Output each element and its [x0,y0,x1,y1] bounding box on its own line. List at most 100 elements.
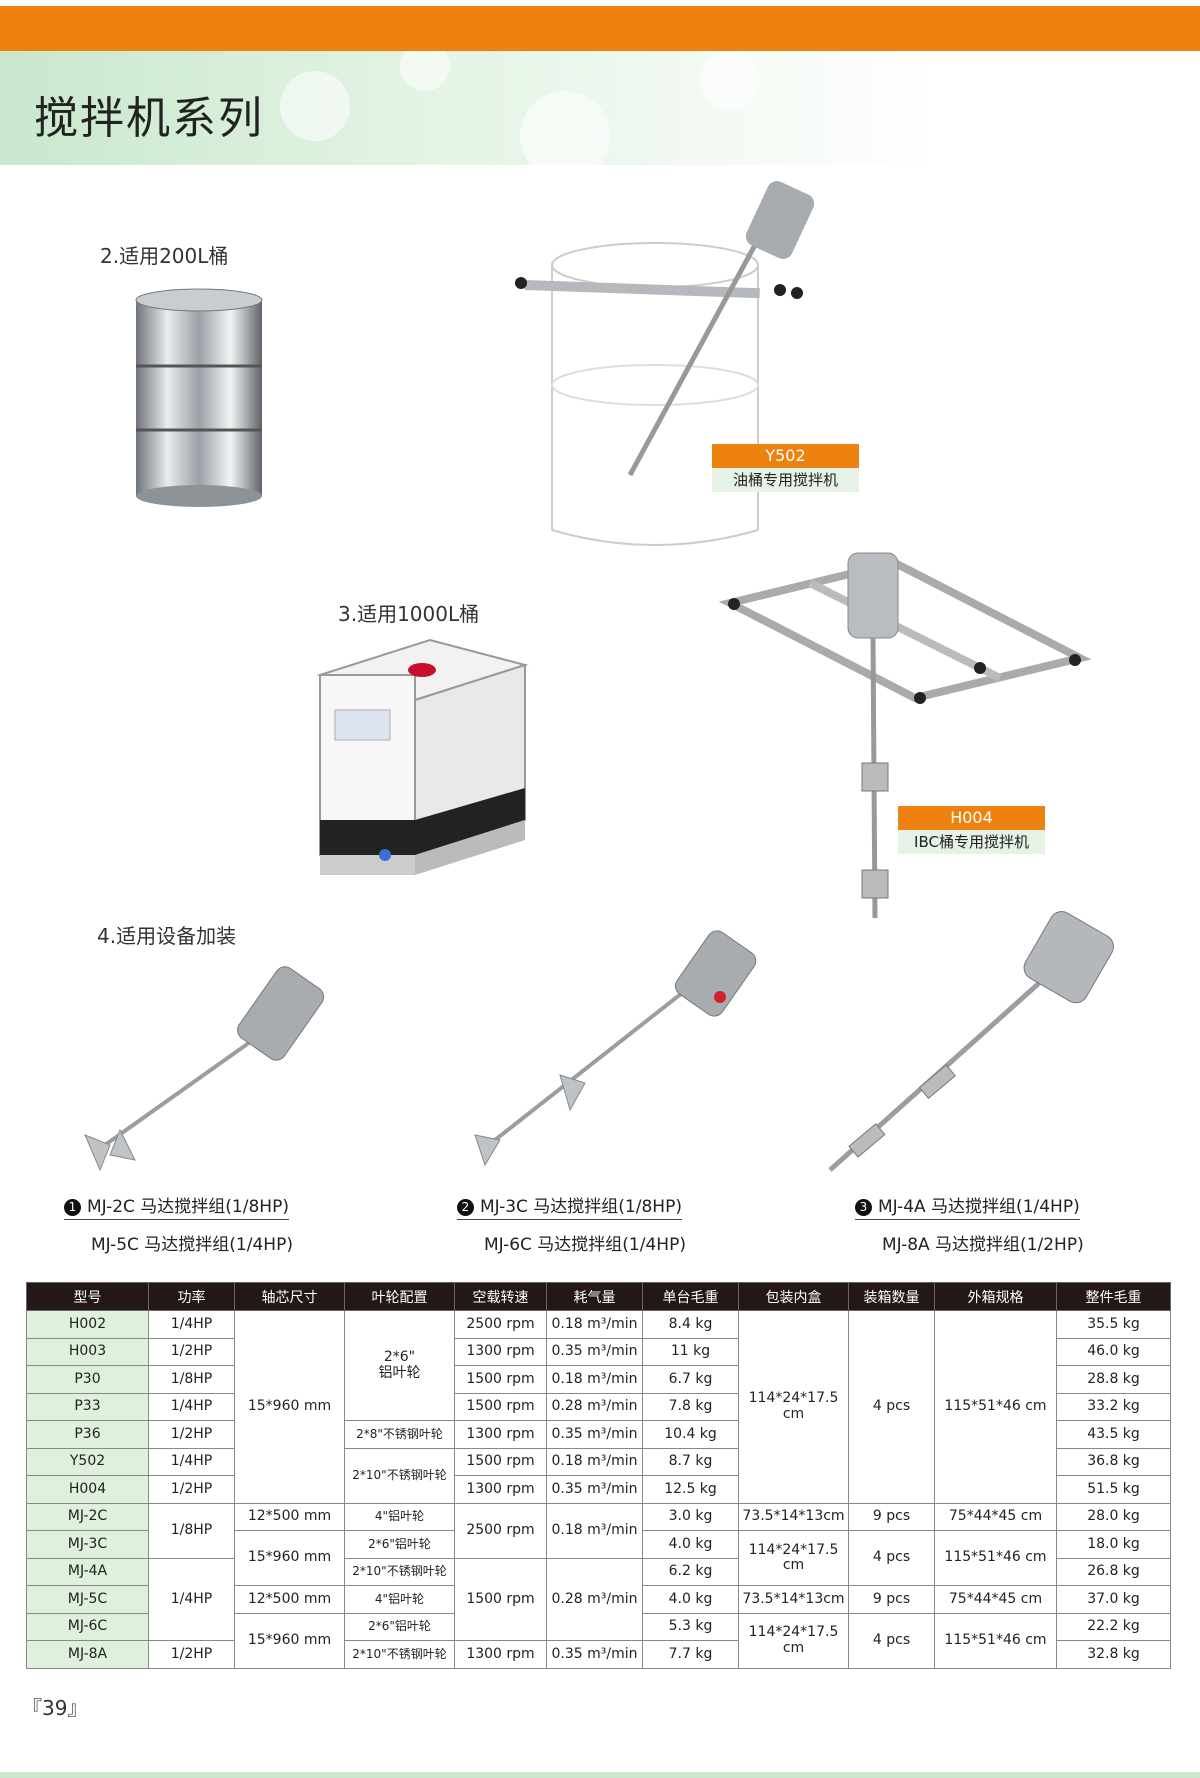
qty-cell: 4 pcs [848,1530,935,1586]
product-code: Y502 [712,444,859,468]
unit-weight-cell: 11 kg [642,1337,739,1366]
gross-weight-cell: 32.8 kg [1056,1640,1171,1669]
outer-box-cell: 115*51*46 cm [934,1530,1057,1586]
power-cell: 1/4HP [148,1310,235,1339]
model-cell: P36 [26,1420,149,1449]
banner-bubble [400,51,450,91]
inner-box-cell: 73.5*14*13cm [738,1585,849,1614]
product-name: 油桶专用搅拌机 [712,468,859,492]
number-badge: 1 [64,1199,81,1216]
gross-weight-cell: 43.5 kg [1056,1420,1171,1449]
shaft-cell: 12*500 mm [234,1585,345,1614]
table-row: P36 1/2HP 2*8"不锈钢叶轮 1300 rpm 0.35 m³/min… [26,1420,1171,1449]
caption-text: MJ-4A 马达搅拌组(1/4HP) [878,1197,1080,1217]
qty-cell: 9 pcs [848,1502,935,1531]
inner-box-cell: 73.5*14*13cm [738,1502,849,1531]
air-cell: 0.35 m³/min [546,1337,643,1366]
model-cell: H003 [26,1337,149,1366]
power-cell: 1/2HP [148,1640,235,1669]
table-row: P30 1/8HP 1500 rpm 0.18 m³/min 6.7 kg 28… [26,1365,1171,1394]
power-cell: 1/4HP [148,1447,235,1476]
shaft-cell: 12*500 mm [234,1502,345,1531]
y502-drum-mixer-image [515,181,815,546]
caption-line-1: 3 MJ-4A 马达搅拌组(1/4HP) [855,1192,1080,1220]
unit-weight-cell: 6.7 kg [642,1365,739,1394]
caption-line-2: MJ-5C 马达搅拌组(1/4HP) [91,1235,293,1255]
table-row: H003 1/2HP 1300 rpm 0.35 m³/min 11 kg 46… [26,1337,1171,1366]
model-cell: MJ-5C [26,1585,149,1614]
qty-cell: 9 pcs [848,1585,935,1614]
section-label-1000l: 3.适用1000L桶 [338,602,480,626]
table-row: MJ-6C 15*960 mm 2*6"铝叶轮 5.3 kg 114*24*17… [26,1612,1171,1669]
unit-weight-cell: 7.7 kg [642,1640,739,1669]
unit-weight-cell: 10.4 kg [642,1420,739,1449]
mj-4a-mixer-image [828,911,1114,1172]
gross-weight-cell: 46.0 kg [1056,1337,1171,1366]
column-header: 装箱数量 [848,1282,935,1311]
column-header: 功率 [148,1282,235,1311]
page-number: 『39』 [22,1696,88,1720]
column-header: 外箱规格 [934,1282,1057,1311]
table-header-row: 型号 功率 轴芯尺寸 叶轮配置 空载转速 耗气量 单台毛重 包装内盒 装箱数量 … [26,1282,1171,1311]
speed-cell: 1300 rpm [454,1640,547,1669]
section-label-200l: 2.适用200L桶 [100,244,229,268]
table-row: MJ-4A 1/4HP 2*10"不锈钢叶轮 1500 rpm 0.28 m³/… [26,1557,1171,1641]
model-cell: MJ-2C [26,1502,149,1531]
mj-3c-mixer-image [474,930,757,1167]
table-row: H004 1/2HP 1300 rpm 0.35 m³/min 12.5 kg … [26,1475,1171,1504]
column-header: 型号 [26,1282,149,1311]
table-row: MJ-8A 1/2HP 2*10"不锈钢叶轮 1300 rpm 0.35 m³/… [26,1640,1171,1669]
outer-box-cell: 115*51*46 cm [934,1612,1057,1669]
model-cell: MJ-4A [26,1557,149,1586]
table-row: P33 1/4HP 1500 rpm 0.28 m³/min 7.8 kg 33… [26,1392,1171,1421]
column-header: 耗气量 [546,1282,643,1311]
column-header: 包装内盒 [738,1282,849,1311]
caption-line-2: MJ-8A 马达搅拌组(1/2HP) [882,1235,1084,1255]
outer-box-cell: 115*51*46 cm [934,1310,1057,1504]
shaft-cell: 15*960 mm [234,1310,345,1504]
table-row: H002 1/4HP 15*960 mm 2*6" 铝叶轮 2500 rpm 0… [26,1310,1171,1504]
air-cell: 0.18 m³/min [546,1365,643,1394]
banner-bubble [700,51,760,111]
inner-box-cell: 114*24*17.5 cm [738,1310,849,1504]
speed-cell: 1500 rpm [454,1447,547,1476]
product-tag-h004: H004 IBC桶专用搅拌机 [898,806,1045,854]
model-cell: MJ-8A [26,1640,149,1669]
outer-box-cell: 75*44*45 cm [934,1502,1057,1531]
air-cell: 0.28 m³/min [546,1392,643,1421]
section-label-equipment: 4.适用设备加装 [97,924,237,948]
number-badge: 3 [855,1199,872,1216]
gross-weight-cell: 26.8 kg [1056,1557,1171,1586]
air-cell: 0.35 m³/min [546,1420,643,1449]
air-cell: 0.28 m³/min [546,1557,643,1641]
impeller-cell: 2*6" 铝叶轮 [344,1310,455,1421]
unit-weight-cell: 7.8 kg [642,1392,739,1421]
model-cell: Y502 [26,1447,149,1476]
column-header: 空载转速 [454,1282,547,1311]
speed-cell: 2500 rpm [454,1310,547,1339]
power-cell: 1/8HP [148,1502,235,1559]
impeller-cell: 2*6"铝叶轮 [344,1530,455,1559]
shaft-cell: 15*960 mm [234,1612,345,1669]
impeller-cell: 2*6"铝叶轮 [344,1612,455,1641]
impeller-cell: 2*10"不锈钢叶轮 [344,1447,455,1504]
gross-weight-cell: 35.5 kg [1056,1310,1171,1339]
h004-ibc-mixer-image [718,552,1092,919]
qty-cell: 4 pcs [848,1612,935,1669]
gross-weight-cell: 33.2 kg [1056,1392,1171,1421]
column-header: 叶轮配置 [344,1282,455,1311]
air-cell: 0.35 m³/min [546,1640,643,1669]
impeller-cell: 4"铝叶轮 [344,1585,455,1614]
power-cell: 1/8HP [148,1365,235,1394]
gross-weight-cell: 51.5 kg [1056,1475,1171,1504]
product-tag-y502: Y502 油桶专用搅拌机 [712,444,859,492]
impeller-cell: 2*10"不锈钢叶轮 [344,1640,455,1669]
title-banner [0,51,940,165]
banner-bubble [280,71,350,141]
model-cell: H004 [26,1475,149,1504]
gross-weight-cell: 28.8 kg [1056,1365,1171,1394]
page-title: 搅拌机系列 [34,93,264,144]
air-cell: 0.18 m³/min [546,1502,643,1559]
